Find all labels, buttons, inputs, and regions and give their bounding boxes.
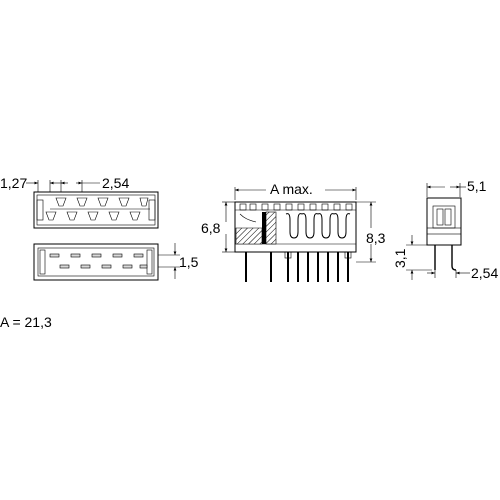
dim-pitch-offset: 1,27 (0, 175, 27, 191)
side-pins (434, 245, 457, 271)
dim-width: 5,1 (467, 178, 487, 194)
top-view: 1,27 2,54 (0, 175, 159, 229)
side-view: 5,1 3,1 2,54 (392, 178, 498, 281)
front-pins (245, 251, 352, 282)
bottom-pins-lower-row (59, 264, 148, 269)
dim-body-height: 6,8 (201, 220, 221, 236)
front-view: A max. (201, 181, 386, 282)
dim-pin-pitch-side: 2,54 (471, 265, 498, 281)
top-teeth (239, 203, 353, 211)
dim-row-spacing: 1,5 (179, 254, 199, 270)
section-cutaway (235, 211, 277, 245)
contact-springs (285, 213, 351, 239)
dim-length: A max. (270, 181, 313, 197)
bottom-pins-upper-row (49, 253, 144, 258)
note-a-value: A = 21,3 (0, 314, 52, 330)
dim-total-height: 8,3 (366, 230, 386, 246)
bottom-view: 1,5 (33, 243, 199, 281)
top-row-contacts (50, 197, 150, 210)
dim-pitch: 2,54 (102, 175, 129, 191)
bottom-row-contacts (45, 211, 141, 221)
dim-pin-length: 3,1 (392, 248, 408, 268)
